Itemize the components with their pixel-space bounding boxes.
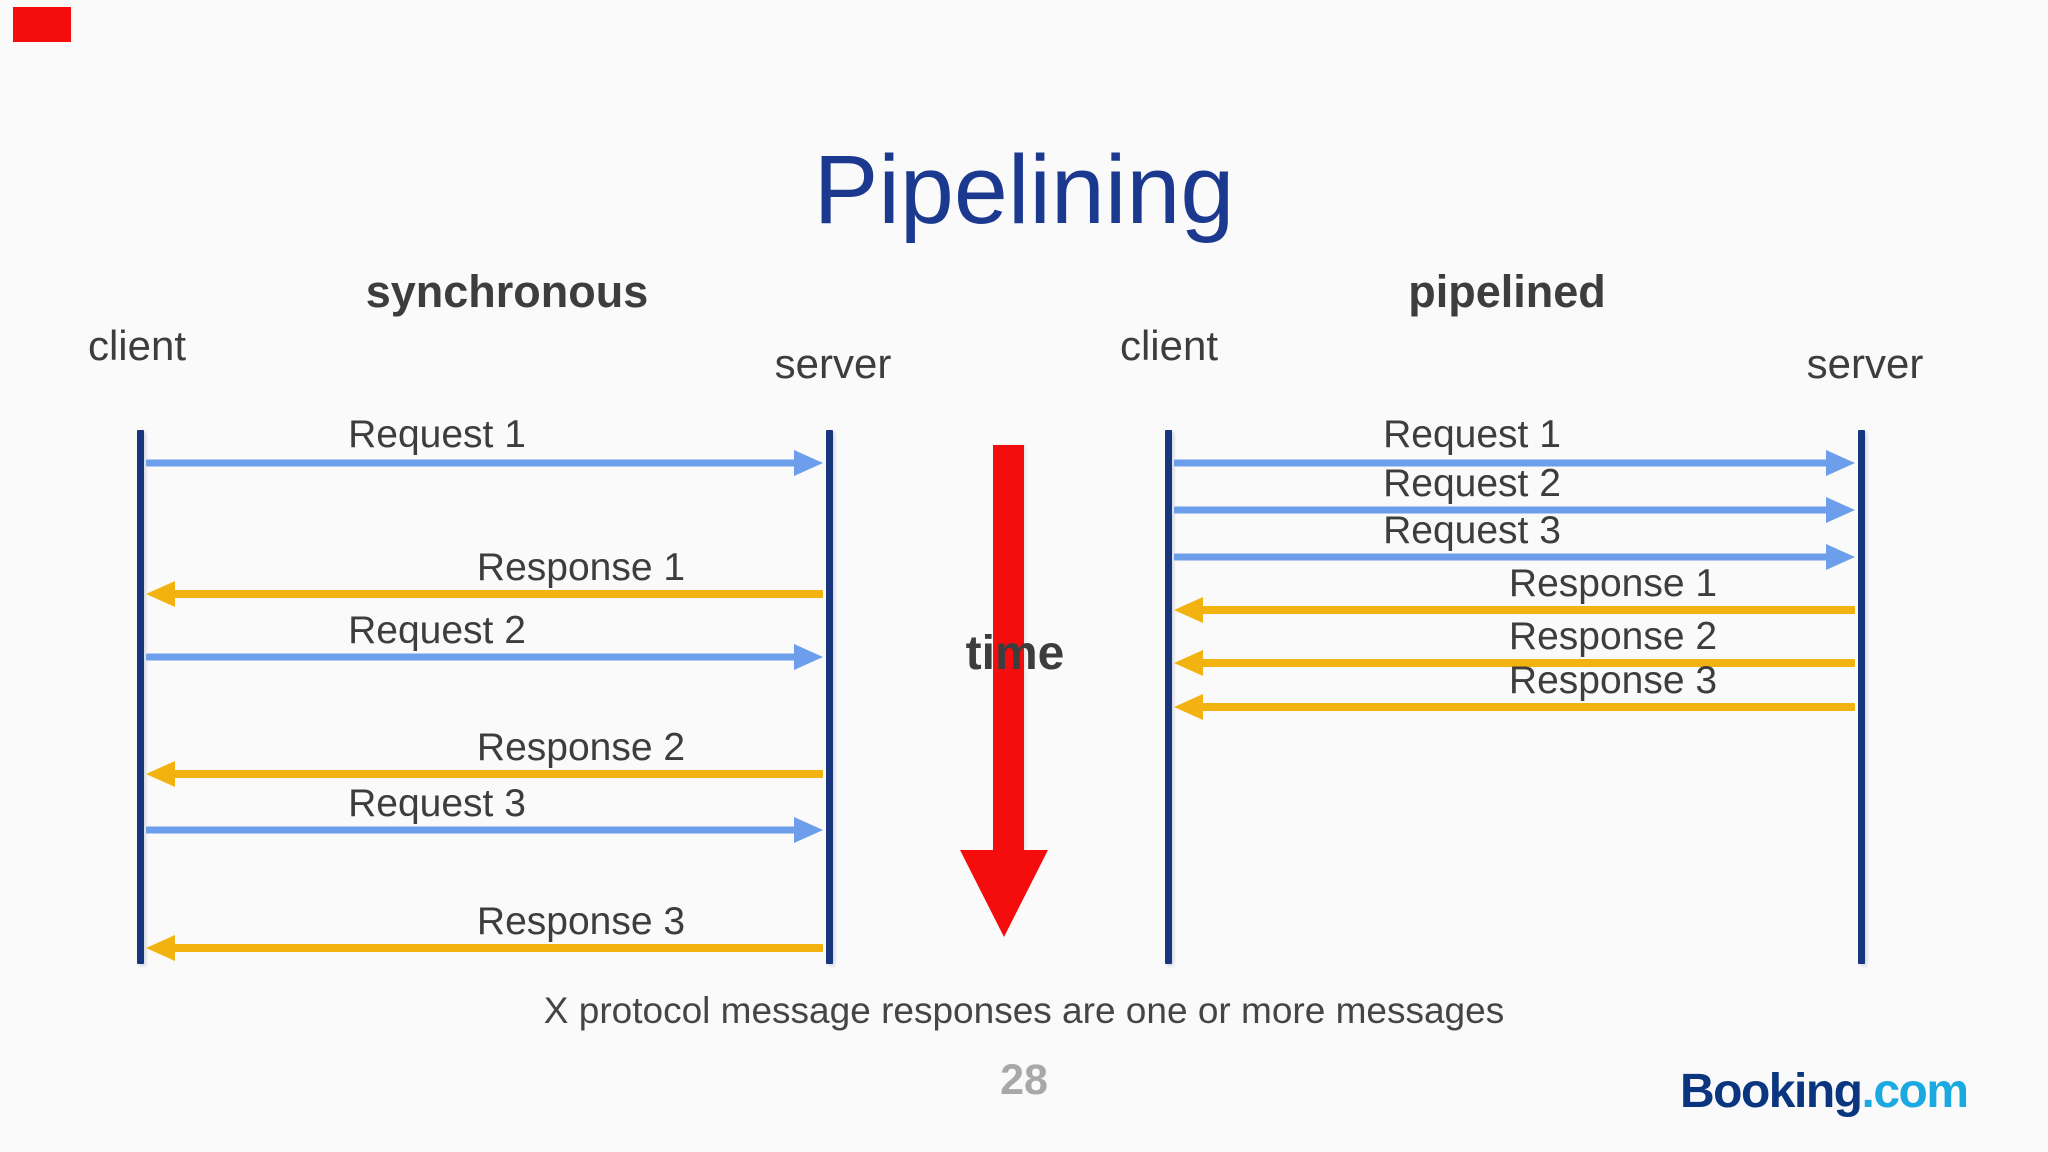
message-label: Request 2	[1383, 462, 1561, 505]
arrowhead-right-icon	[1826, 544, 1855, 570]
arrow-shaft	[1198, 659, 1855, 667]
arrowhead-right-icon	[794, 450, 823, 476]
request-arrow	[1174, 543, 1855, 571]
request-arrow	[1174, 496, 1855, 524]
client-label: client	[1119, 322, 1219, 369]
page-number: 28	[1000, 1056, 1048, 1104]
arrowhead-left-icon	[146, 935, 175, 961]
request-arrow	[1174, 449, 1855, 477]
arrow-shaft	[1198, 703, 1855, 711]
server-lifeline	[826, 430, 833, 964]
arrowhead-left-icon	[1174, 694, 1203, 720]
message-label: Request 1	[348, 413, 526, 456]
arrowhead-right-icon	[794, 644, 823, 670]
message-label: Response 3	[1508, 659, 1718, 702]
response-arrow	[1174, 649, 1855, 677]
message-label: Response 3	[476, 900, 686, 943]
arrow-shaft	[170, 944, 823, 952]
response-arrow	[1174, 596, 1855, 624]
arrowhead-left-icon	[1174, 650, 1203, 676]
response-arrow	[146, 580, 823, 608]
message-label: Request 3	[1383, 509, 1561, 552]
arrowhead-left-icon	[146, 761, 175, 787]
server-label: server	[1806, 340, 1924, 387]
client-lifeline	[1165, 430, 1172, 964]
arrowhead-left-icon	[1174, 597, 1203, 623]
time-arrowhead-down-icon	[960, 850, 1048, 937]
message-label: Response 1	[476, 546, 686, 589]
request-arrow	[146, 449, 823, 477]
arrow-shaft	[170, 590, 823, 598]
response-arrow	[146, 760, 823, 788]
message-label: Response 2	[1508, 615, 1718, 658]
arrow-shaft	[146, 459, 799, 467]
booking-logo-navy-text: Booking	[1680, 1065, 1863, 1118]
message-label: Request 2	[348, 609, 526, 652]
message-label: Response 2	[476, 726, 686, 769]
arrowhead-left-icon	[146, 581, 175, 607]
diagram-heading-synchronous: synchronous	[365, 266, 649, 317]
slide-caption: X protocol message responses are one or …	[543, 990, 1505, 1031]
diagram-heading-pipelined: pipelined	[1408, 266, 1606, 317]
arrow-shaft	[1174, 459, 1831, 467]
response-arrow	[1174, 693, 1855, 721]
server-lifeline	[1858, 430, 1865, 964]
arrow-shaft	[146, 826, 799, 834]
slide-title: Pipelining	[813, 134, 1235, 244]
arrowhead-right-icon	[1826, 450, 1855, 476]
arrow-shaft	[170, 770, 823, 778]
arrow-shaft	[1174, 553, 1831, 561]
message-label: Request 3	[348, 782, 526, 825]
recording-indicator	[13, 7, 71, 42]
time-arrow	[993, 445, 1024, 852]
arrowhead-right-icon	[794, 817, 823, 843]
booking-logo-blue-text: .com	[1861, 1065, 1969, 1118]
message-label: Response 1	[1508, 562, 1718, 605]
client-label: client	[87, 322, 187, 369]
request-arrow	[146, 816, 823, 844]
arrow-shaft	[146, 653, 799, 661]
arrow-shaft	[1198, 606, 1855, 614]
server-label: server	[774, 340, 892, 387]
time-label: time	[965, 627, 1065, 680]
response-arrow	[146, 934, 823, 962]
arrow-shaft	[1174, 506, 1831, 514]
client-lifeline	[137, 430, 144, 964]
request-arrow	[146, 643, 823, 671]
booking-logo: Booking.com	[1680, 1064, 1969, 1119]
message-label: Request 1	[1383, 413, 1561, 456]
arrowhead-right-icon	[1826, 497, 1855, 523]
